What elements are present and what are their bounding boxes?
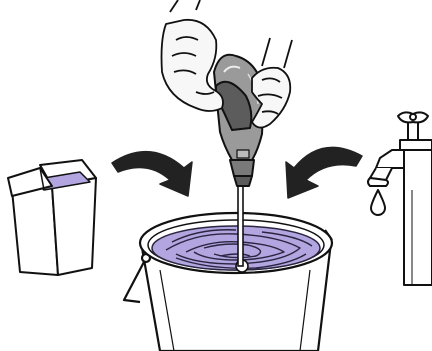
glove-right-icon [252,38,292,128]
glove-left-icon [162,0,224,111]
mixer-shaft [238,180,243,266]
water-tap-icon [368,112,432,285]
powder-bag-icon [8,160,96,275]
arrow-right-icon [286,147,362,198]
arrow-left-icon [112,152,192,196]
bucket-icon [124,213,332,351]
water-drop [371,190,385,215]
